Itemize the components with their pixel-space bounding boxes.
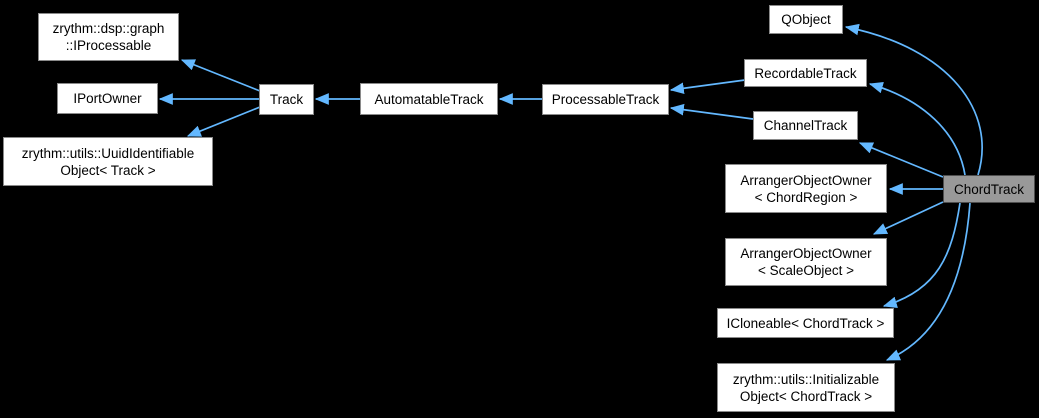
node-channeltrack[interactable]: ChannelTrack (753, 111, 858, 140)
edge-track-uuididentifiable (186, 106, 261, 137)
node-label: < ChordRegion > (754, 189, 858, 205)
node-label: ProcessableTrack (551, 92, 660, 107)
edge-chordtrack-icloneable (882, 202, 961, 308)
node-label: < ScaleObject > (757, 263, 855, 278)
node-label: ChordTrack (953, 181, 1025, 197)
node-label: Object< ChordTrack > (739, 388, 873, 404)
edge-chordtrack-recordabletrack (868, 81, 966, 176)
edge-track-iprocessable (180, 59, 261, 92)
node-track[interactable]: Track (259, 84, 314, 115)
node-label: IPortOwner (73, 91, 142, 106)
node-qobject[interactable]: QObject (769, 5, 843, 34)
node-initializable[interactable]: zrythm::utils::Initializable Object< Cho… (717, 363, 895, 412)
node-label: zrythm::dsp::graph (52, 21, 165, 36)
edge-recordabletrack-processabletrack (669, 79, 746, 95)
node-iprocessable[interactable]: zrythm::dsp::graph ::IProcessable (38, 13, 179, 61)
edge-chordtrack-channeltrack (858, 142, 944, 178)
node-label: zrythm::utils::UuidIdentifiable (21, 145, 195, 161)
node-label: ChannelTrack (763, 118, 848, 133)
node-recordabletrack[interactable]: RecordableTrack (744, 59, 867, 87)
node-processabletrack[interactable]: ProcessableTrack (542, 84, 669, 115)
node-label: RecordableTrack (754, 65, 857, 81)
node-arrangerowner-scaleobject[interactable]: ArrangerObjectOwner < ScaleObject > (725, 238, 887, 286)
node-label: ICloneable< ChordTrack > (726, 315, 885, 331)
edge-chordtrack-initializable (885, 202, 971, 361)
node-label: AutomatableTrack (374, 91, 484, 107)
node-uuididentifiable[interactable]: zrythm::utils::UuidIdentifiable Object< … (3, 137, 213, 186)
edge-channeltrack-processabletrack (669, 103, 754, 120)
edge-chordtrack-arrangerowner-scaleobject (872, 201, 944, 235)
node-label: ArrangerObjectOwner (740, 172, 872, 188)
node-label: ArrangerObjectOwner (740, 246, 872, 261)
node-icloneable[interactable]: ICloneable< ChordTrack > (717, 308, 894, 338)
node-iportowner[interactable]: IPortOwner (57, 83, 158, 114)
node-label: Object< Track > (60, 162, 156, 178)
node-label: zrythm::utils::Initializable (732, 371, 880, 387)
node-chordtrack[interactable]: ChordTrack (943, 175, 1035, 203)
node-automatabletrack[interactable]: AutomatableTrack (360, 83, 498, 115)
node-arrangerowner-chordregion[interactable]: ArrangerObjectOwner < ChordRegion > (725, 164, 887, 213)
node-label: Track (269, 92, 304, 107)
edge-chordtrack-qobject (844, 23, 983, 176)
node-label: QObject (781, 12, 831, 27)
node-label: ::IProcessable (65, 38, 152, 53)
